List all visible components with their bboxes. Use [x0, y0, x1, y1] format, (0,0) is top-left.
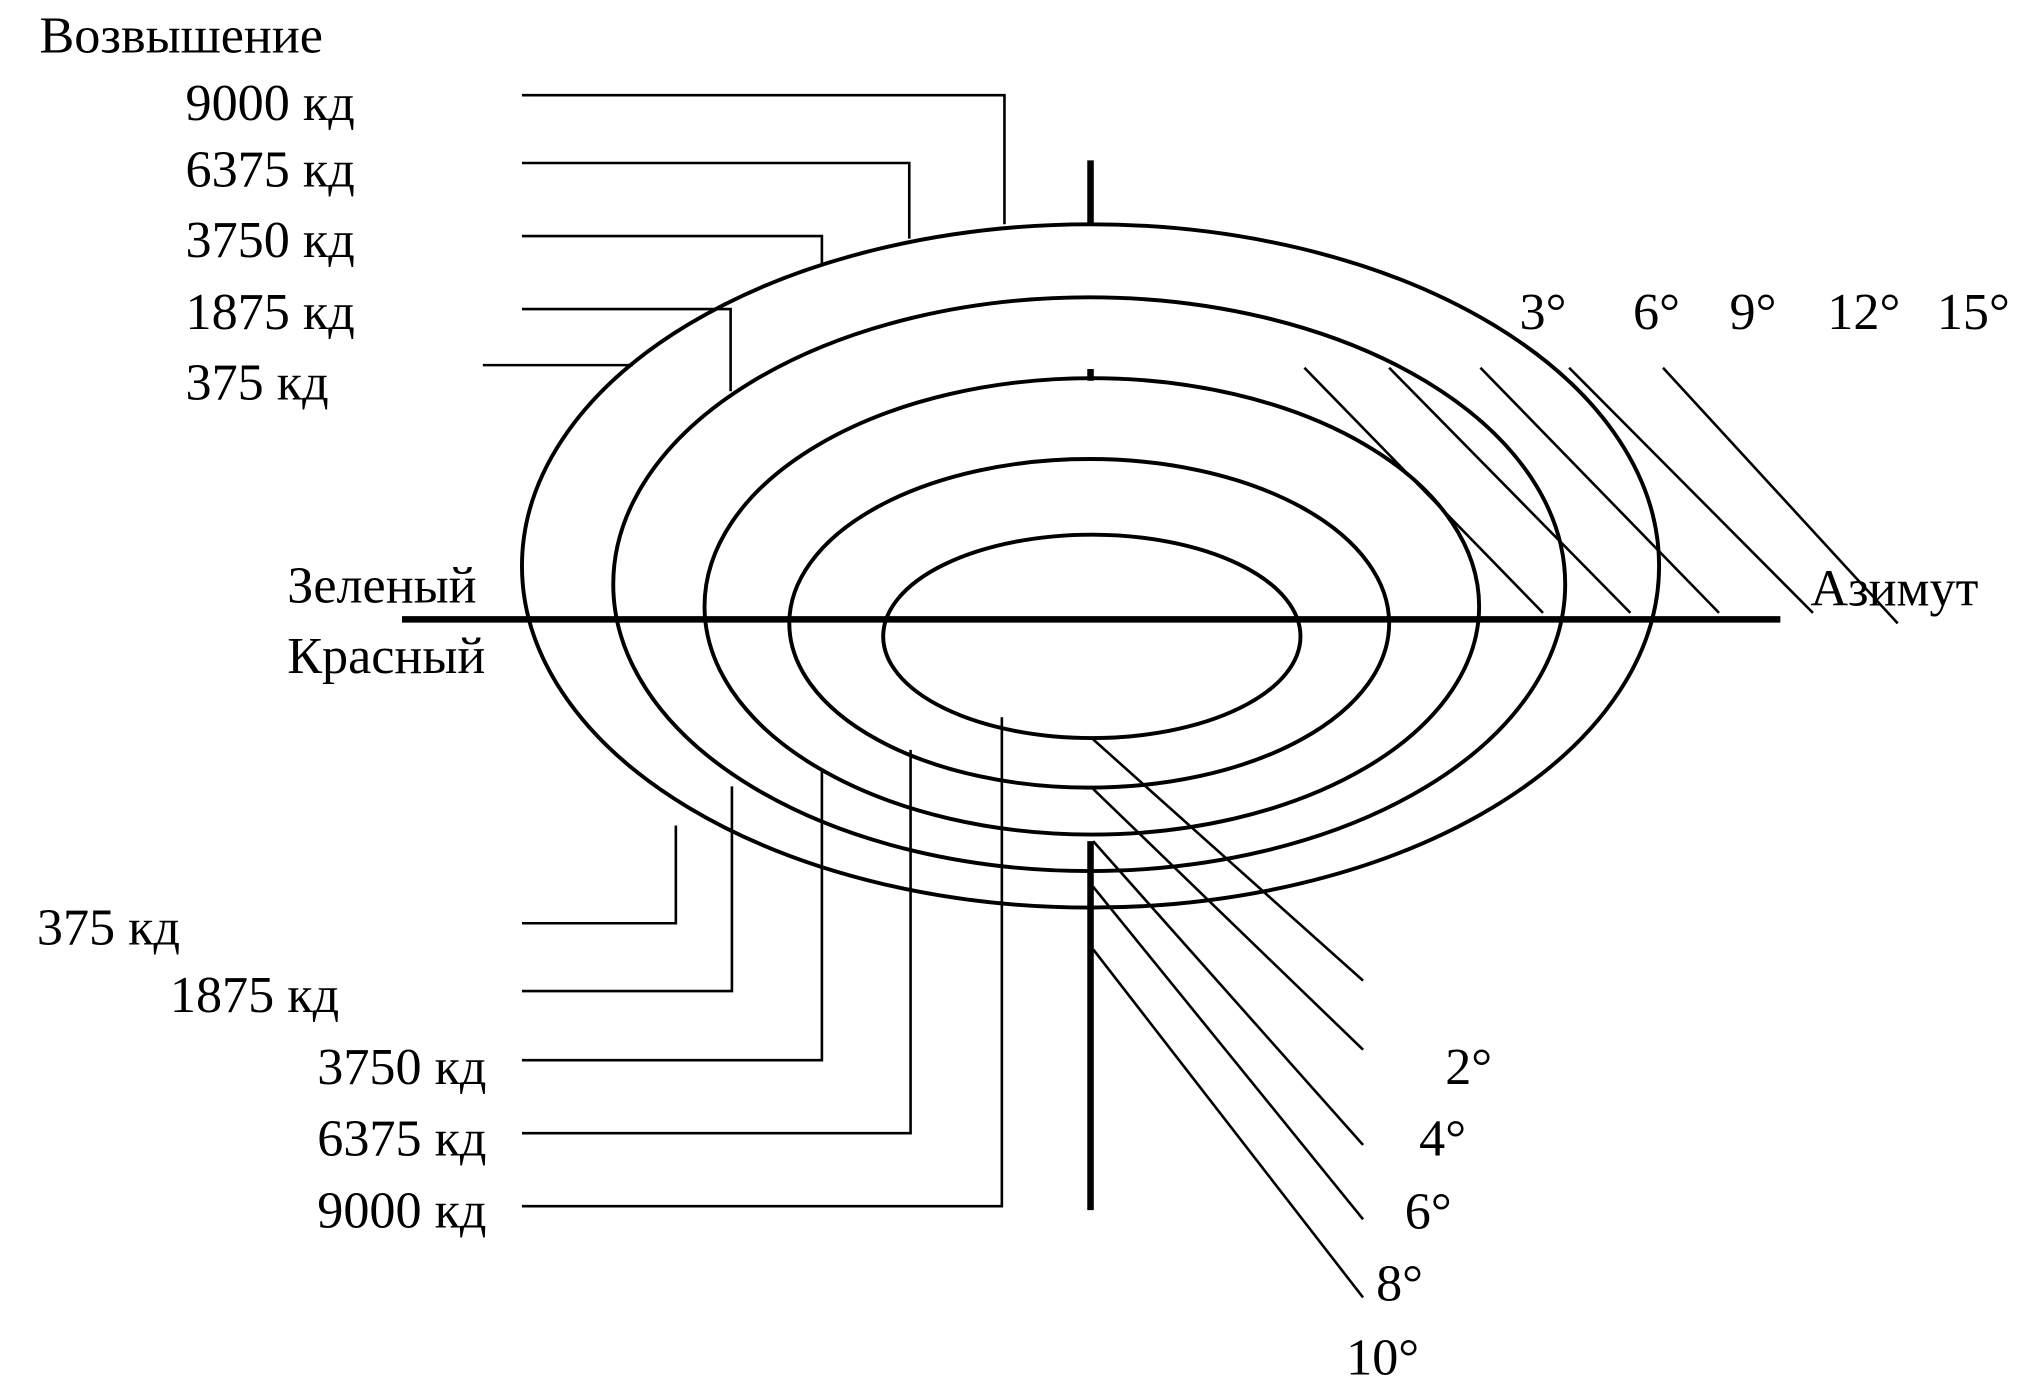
leader-top-6375 — [521, 161, 911, 239]
green-label: Зеленый — [287, 558, 476, 615]
bottom-intensity-label: 9000 кд — [317, 1182, 486, 1239]
azimuth-title: Азимут — [1810, 560, 1978, 617]
leader-bottom-3750 — [521, 769, 824, 1062]
isocandela-ring-3750 — [702, 376, 1482, 837]
azimuth-angle-label: 15° — [1937, 284, 2010, 341]
elevation-angle-label: 8° — [1376, 1255, 1423, 1312]
isocandela-ring-1875 — [611, 295, 1568, 874]
azimuth-line-15 — [1662, 366, 1899, 625]
elevation-line-6 — [1092, 840, 1365, 1146]
leader-bottom-1875 — [521, 786, 734, 993]
bottom-intensity-label: 3750 кд — [317, 1039, 486, 1096]
leader-top-9000 — [521, 93, 1006, 225]
azimuth-line-6 — [1388, 366, 1632, 614]
elevation-line-4 — [1092, 787, 1364, 1051]
isocandela-ring-375 — [520, 222, 1662, 910]
azimuth-angle-label: 6° — [1633, 284, 1680, 341]
leader-bottom-9000 — [521, 717, 1004, 1208]
isocandela-ring-6375 — [787, 457, 1392, 790]
isocandela-ring-9000 — [881, 532, 1303, 741]
leader-top-3750 — [521, 234, 824, 265]
elevation-angle-label: 2° — [1445, 1039, 1492, 1096]
elevation-line-8 — [1092, 885, 1365, 1221]
red-label: Красный — [287, 628, 485, 685]
elevation-angle-label: 4° — [1419, 1111, 1466, 1168]
bottom-intensity-label: 6375 кд — [317, 1111, 486, 1168]
elevation-line-2 — [1092, 738, 1364, 982]
top-intensity-label: 9000 кд — [186, 75, 355, 132]
elevation-angle-label: 10° — [1346, 1330, 1419, 1387]
azimuth-line-12 — [1568, 366, 1814, 614]
elevation-title: Возвышение — [39, 7, 322, 64]
top-intensity-label: 6375 кд — [186, 142, 355, 199]
top-intensity-label: 3750 кд — [186, 212, 355, 269]
azimuth-angle-label: 3° — [1520, 284, 1567, 341]
azimuth-line-3 — [1303, 366, 1544, 614]
azimuth-line-9 — [1479, 366, 1720, 614]
azimuth-angle-label: 9° — [1729, 284, 1776, 341]
azimuth-angle-label: 12° — [1827, 284, 1900, 341]
leader-top-1875 — [521, 307, 732, 392]
top-intensity-label: 375 кд — [186, 354, 329, 411]
leader-bottom-6375 — [521, 749, 912, 1135]
bottom-intensity-label: 375 кд — [37, 899, 180, 956]
elevation-line-10 — [1092, 948, 1365, 1299]
leader-bottom-375 — [521, 825, 678, 925]
elevation-angle-label: 6° — [1405, 1184, 1452, 1241]
bottom-intensity-label: 1875 кд — [170, 967, 339, 1024]
top-intensity-label: 1875 кд — [186, 284, 355, 341]
